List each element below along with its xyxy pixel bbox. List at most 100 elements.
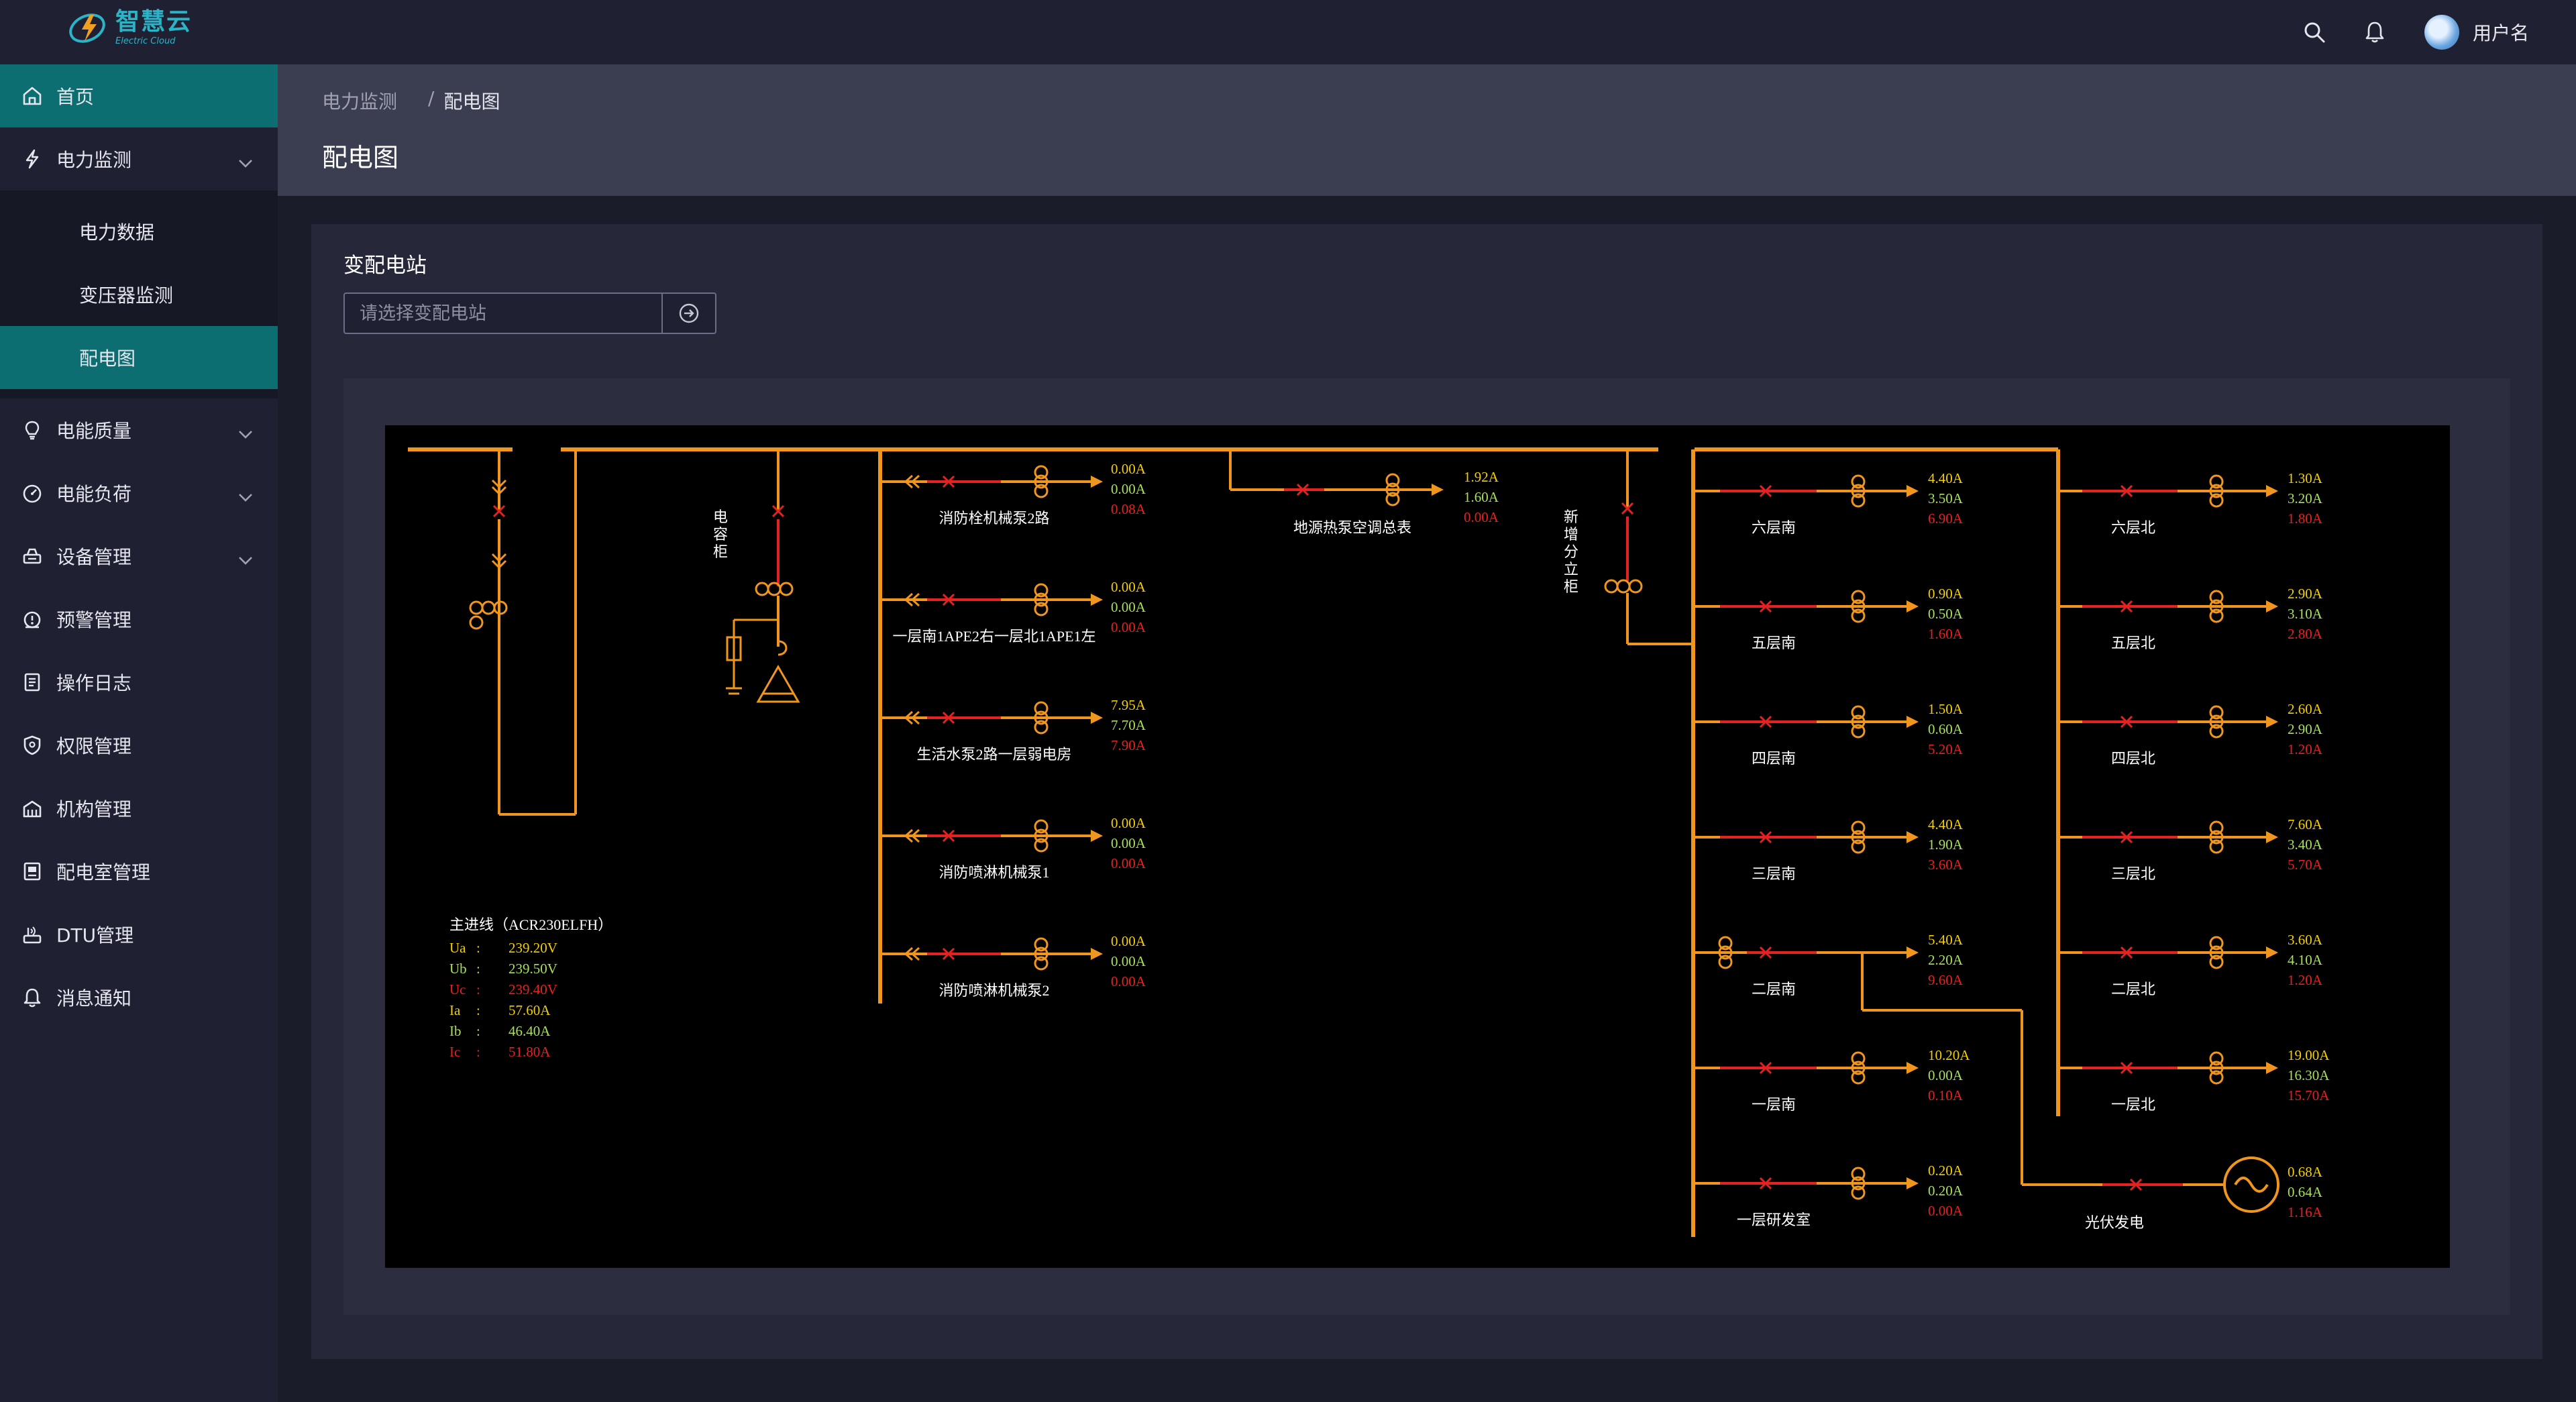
ct-coil <box>493 600 508 615</box>
single-line-diagram-svg: 电容柜0.00A0.00A0.08A消防栓机械泵2路0.00A0.00A0.00… <box>408 447 2330 1237</box>
ct-coil <box>1851 724 1866 739</box>
arrow-head-icon <box>2266 485 2278 497</box>
feeder-value: 0.08A <box>1111 501 1146 517</box>
feeder-value: 0.00A <box>1111 461 1146 477</box>
breadcrumb-current: 配电图 <box>443 91 500 113</box>
disconnector-icon <box>904 474 920 489</box>
ct-coil <box>2209 945 2224 960</box>
room-icon <box>21 861 43 882</box>
feeder-value: 1.30A <box>2288 470 2323 486</box>
breadcrumb-separator: / <box>428 87 435 109</box>
sidebar-item-10[interactable]: DTU管理 <box>0 903 278 966</box>
username[interactable]: 用户名 <box>2472 22 2529 44</box>
sidebar: 首页电力监测电力数据变压器监测配电图电能质量电能负荷设备管理预警管理操作日志权限… <box>0 64 278 1402</box>
chevron-down-icon[interactable] <box>237 549 254 571</box>
ct-coil <box>1851 714 1866 729</box>
ct-coil <box>1034 947 1049 961</box>
avatar[interactable] <box>2424 15 2459 50</box>
feeder-value: 0.20A <box>1928 1163 1964 1179</box>
breaker-stroke <box>2120 946 2133 959</box>
home-icon <box>21 85 43 107</box>
sidebar-item-6[interactable]: 操作日志 <box>0 651 278 714</box>
chevron-stroke <box>910 828 920 843</box>
sidebar-item-1[interactable]: 电力监测 <box>0 127 278 191</box>
sidebar-item-11[interactable]: 消息通知 <box>0 966 278 1029</box>
feeder-value: 7.95A <box>1111 697 1146 713</box>
sidebar-item-5[interactable]: 预警管理 <box>0 588 278 651</box>
ct-coil <box>1034 474 1049 489</box>
breaker-icon <box>2120 1061 2133 1075</box>
breaker-icon <box>1759 1177 1772 1190</box>
chevron-stroke <box>910 474 920 489</box>
arrow-right-circle-icon[interactable] <box>661 294 715 333</box>
disconnector-icon <box>904 947 920 961</box>
brand-logo[interactable]: 智慧云 Electric Cloud <box>67 9 192 46</box>
bell-icon[interactable] <box>2361 19 2388 46</box>
main-line-value: 46.40A <box>508 1023 551 1039</box>
sidebar-item-0[interactable]: 首页 <box>0 64 278 127</box>
arrow-head-icon <box>2266 1062 2278 1074</box>
current-transformer-icon <box>2209 474 2224 508</box>
feeder-value: 0.64A <box>2288 1184 2323 1200</box>
sidebar-item-4[interactable]: 设备管理 <box>0 525 278 588</box>
breaker-icon <box>2120 946 2133 959</box>
station-select-input[interactable] <box>345 294 661 333</box>
ct-coil <box>1034 937 1049 952</box>
ct-coil <box>1851 839 1866 854</box>
chevron-down-icon[interactable] <box>237 486 254 508</box>
feeder-value: 1.16A <box>2288 1204 2323 1220</box>
sidebar-item-3[interactable]: 电能负荷 <box>0 462 278 525</box>
breaker-icon <box>771 504 785 518</box>
arrow-head-icon <box>1091 948 1103 960</box>
breadcrumb: 电力监测 / 配电图 <box>322 87 500 114</box>
ct-coil <box>1851 1176 1866 1191</box>
breadcrumb-parent[interactable]: 电力监测 <box>322 91 398 113</box>
feeder-value: 1.60A <box>1464 489 1499 505</box>
ct-coil <box>1718 936 1733 951</box>
feeder-name: 消防喷淋机械泵1 <box>938 864 1049 881</box>
breaker-stroke <box>1621 502 1634 515</box>
sidebar-subitem-2[interactable]: 配电图 <box>0 326 278 389</box>
feeder-value: 9.60A <box>1928 972 1964 988</box>
station-label: 变配电站 <box>343 254 427 278</box>
feeder-value: 5.20A <box>1928 741 1964 757</box>
feeder-name: 二层北 <box>2111 981 2155 997</box>
sidebar-item-label: 消息通知 <box>56 987 132 1010</box>
current-transformer-icon <box>2209 590 2224 623</box>
breaker-stroke <box>942 593 955 606</box>
ct-coil <box>1851 493 1866 508</box>
current-transformer-icon <box>1034 937 1049 971</box>
search-icon[interactable] <box>2301 19 2328 46</box>
feeder-value: 0.00A <box>1111 953 1146 969</box>
main-line-title: 主进线（ACR230ELFH） <box>449 916 612 933</box>
breaker-stroke <box>942 711 955 724</box>
arrow-head-icon <box>1907 1177 1919 1189</box>
chevron-down-icon[interactable] <box>237 152 254 174</box>
breaker-icon <box>1759 715 1772 729</box>
sidebar-item-7[interactable]: 权限管理 <box>0 714 278 777</box>
sidebar-item-8[interactable]: 机构管理 <box>0 777 278 840</box>
logo-icon <box>69 13 105 43</box>
sidebar-subitem-1[interactable]: 变压器监测 <box>79 284 174 307</box>
sidebar-item-2[interactable]: 电能质量 <box>0 398 278 462</box>
chevron-down-icon[interactable] <box>237 423 254 445</box>
breaker-stroke <box>1759 1061 1772 1075</box>
sidebar-subitem-0[interactable]: 电力数据 <box>79 221 155 244</box>
feeder-name: 四层南 <box>1752 750 1796 767</box>
station-select[interactable] <box>343 292 716 334</box>
sidebar-item-label: 电能负荷 <box>56 483 132 505</box>
sidebar-item-9[interactable]: 配电室管理 <box>0 840 278 903</box>
brand-name: 智慧云 <box>115 7 193 36</box>
breaker-stroke <box>942 947 955 961</box>
breaker-icon <box>2120 600 2133 613</box>
feeder-name: 六层南 <box>1752 519 1796 536</box>
